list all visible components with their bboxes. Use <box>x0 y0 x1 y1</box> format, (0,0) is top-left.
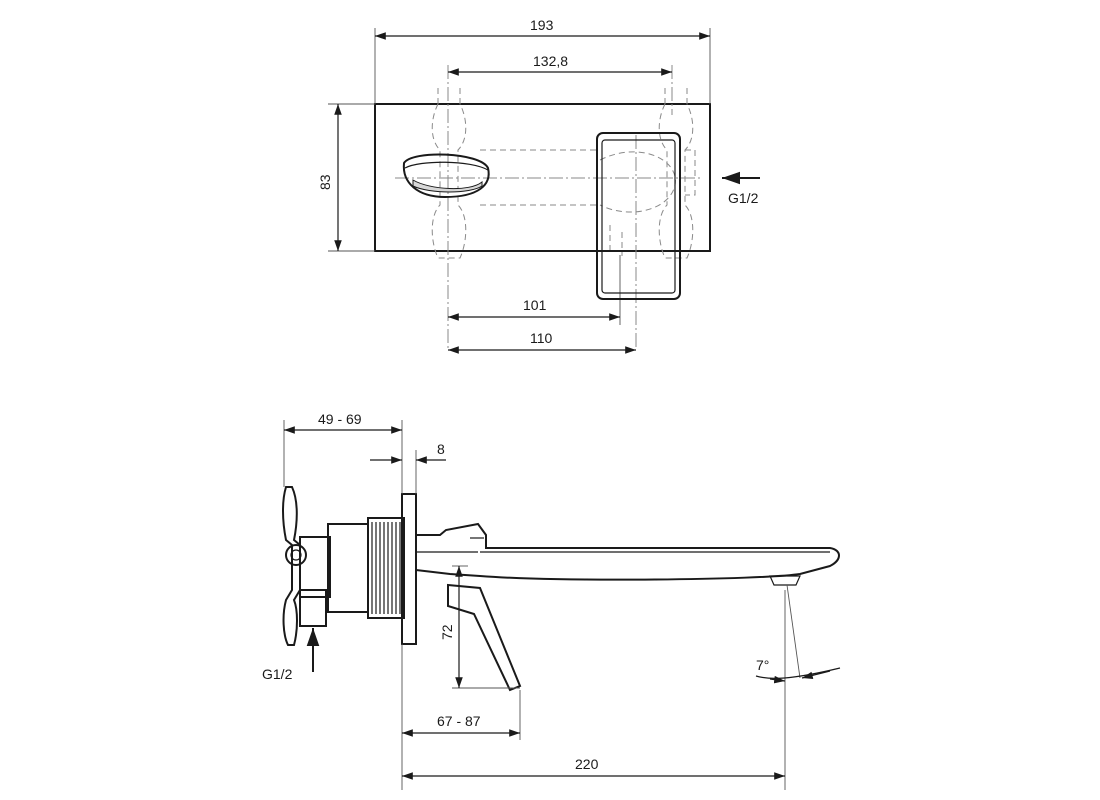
dim-132-8: 132,8 <box>533 53 568 69</box>
valve-body <box>285 523 369 627</box>
spout <box>415 522 840 586</box>
rear-plate <box>282 486 301 646</box>
wall-plate <box>374 103 711 252</box>
inlet-arrow-top: G1/2 <box>722 171 760 206</box>
dim-67-87: 67 - 87 <box>437 713 481 729</box>
dim-110: 110 <box>530 330 553 346</box>
dim-193: 193 <box>530 17 554 33</box>
dim-49-69: 49 - 69 <box>318 411 362 427</box>
dim-7-deg: 7° <box>756 657 769 673</box>
side-view: G1/2 49 - 69 8 72 67 - 87 <box>262 411 841 790</box>
dim-220: 220 <box>575 756 599 772</box>
center-lines <box>395 65 700 350</box>
side-dimensions: 49 - 69 8 72 67 - 87 220 <box>283 411 841 790</box>
dim-83: 83 <box>317 174 333 190</box>
dim-8: 8 <box>437 441 445 457</box>
front-wall-plate <box>401 493 417 645</box>
threaded-sleeve <box>367 517 405 619</box>
front-view: G1/2 193 132,8 83 101 110 <box>317 17 760 354</box>
dim-72: 72 <box>439 624 455 640</box>
inlet-label-side: G1/2 <box>262 666 293 682</box>
lever-side <box>447 583 522 692</box>
front-dimensions: 193 132,8 83 101 110 <box>317 17 711 354</box>
dim-101: 101 <box>523 297 547 313</box>
lever-handle <box>596 132 681 300</box>
spout-outlet <box>402 153 490 199</box>
inlet-label-top: G1/2 <box>728 190 759 206</box>
hidden-lines <box>431 88 696 259</box>
inlet-arrow-side: G1/2 <box>262 628 320 682</box>
